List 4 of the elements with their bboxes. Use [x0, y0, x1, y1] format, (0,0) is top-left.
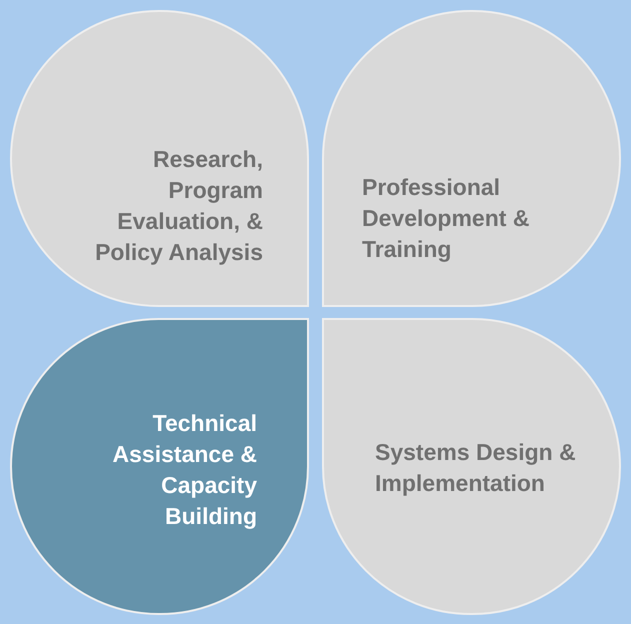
- section-label: Research, Program Evaluation, & Policy Analysis: [94, 145, 263, 267]
- section-label: Systems Design & Implementation: [375, 438, 577, 498]
- section-label: Professional Development & Training: [362, 173, 530, 264]
- section-label: Technical Assistance & Capacity Building: [112, 409, 257, 531]
